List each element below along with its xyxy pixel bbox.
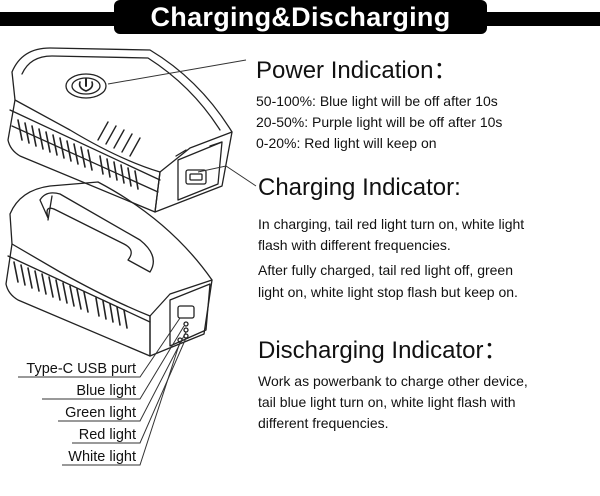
banner-pill [114, 0, 487, 34]
power-indication-heading: Power Indication： [256, 57, 458, 84]
callout-red-light: Red light [78, 427, 136, 443]
charging-line-2: flash with different frequencies. [258, 237, 451, 253]
discharging-line-1: Work as powerbank to charge other device… [258, 373, 528, 389]
power-line-3: 0-20%: Red light will keep on [256, 135, 437, 151]
charging-indicator-heading: Charging Indicator: [258, 174, 461, 201]
leader-lines [18, 59, 257, 466]
device-bottom-view [5, 181, 213, 357]
power-button-icon [65, 73, 107, 99]
discharging-line-2: tail blue light turn on, white light fla… [258, 394, 516, 410]
discharging-line-3: different frequencies. [258, 415, 389, 431]
device-illustration [5, 47, 257, 466]
callout-blue-light: Blue light [76, 383, 136, 399]
callout-type-c-usb-port: Type-C USB purt [26, 361, 136, 377]
discharging-indicator-heading: Discharging Indicator： [258, 337, 508, 364]
title-banner: Charging&Discharging [0, 0, 600, 38]
power-line-2: 20-50%: Purple light will be off after 1… [256, 114, 503, 130]
power-line-1: 50-100%: Blue light will be off after 10… [256, 93, 498, 109]
device-top-view [7, 47, 233, 213]
page-title: Charging&Discharging [150, 2, 451, 32]
charging-line-4: light on, white light stop flash but kee… [258, 284, 518, 300]
callout-green-light: Green light [65, 405, 136, 421]
charging-line-3: After fully charged, tail red light off,… [258, 262, 513, 278]
callout-white-light: White light [68, 449, 136, 465]
charging-line-1: In charging, tail red light turn on, whi… [258, 216, 525, 232]
